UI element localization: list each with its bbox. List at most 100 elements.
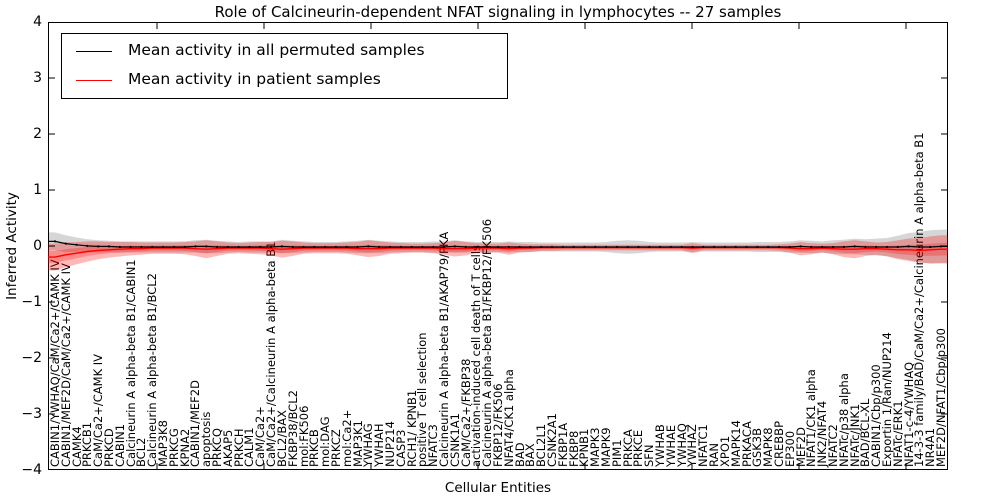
permuted-mean-marker [442,245,446,249]
permuted-mean-marker [799,245,802,248]
permuted-mean-marker [356,245,359,249]
permuted-mean-marker [723,245,727,249]
permuted-mean-marker [691,245,694,249]
permuted-mean-marker [205,245,208,248]
y-tick-label: 0 [33,238,42,254]
permuted-mean-marker [756,245,759,249]
permuted-mean-marker [680,245,683,249]
permuted-mean-marker [140,245,143,249]
permuted-mean-marker [313,245,316,249]
permuted-mean-marker [291,245,294,249]
y-tick-label: −2 [21,350,42,366]
patient-line-swatch-icon [76,80,112,81]
permuted-mean-marker [161,245,165,249]
permuted-mean-marker [788,245,791,249]
permuted-mean-marker [853,245,856,248]
permuted-mean-marker [875,245,878,249]
permuted-mean-marker [659,245,662,249]
permuted-mean-marker [918,245,921,249]
permuted-mean-marker [302,245,305,249]
permuted-mean-marker [713,245,716,249]
permuted-mean-marker [75,243,78,246]
permuted-mean-marker [507,245,510,249]
permuted-mean-marker [864,245,867,249]
permuted-mean-marker [345,245,348,249]
permuted-mean-marker [432,245,435,249]
permuted-mean-marker [378,245,381,249]
patient-band [48,235,948,271]
permuted-mean-marker [702,245,705,249]
permuted-mean-marker [842,245,845,249]
permuted-mean-marker [604,245,608,249]
permuted-mean-marker [669,245,673,249]
permuted-mean-marker [97,245,100,248]
permuted-mean-marker [237,245,240,249]
permuted-mean-marker [615,245,619,249]
permuted-mean-marker [745,245,748,249]
permuted-mean-marker [367,245,370,248]
permuted-mean-marker [226,245,229,249]
permuted-mean-marker [172,245,175,249]
permuted-mean-marker [777,245,781,249]
permuted-mean-marker [896,245,899,249]
permuted-mean-marker [831,245,835,249]
legend-item-label: Mean activity in patient samples [128,70,381,88]
permuted-mean-marker [583,245,586,249]
permuted-mean-marker [821,245,824,249]
permuted-mean-marker [734,245,737,249]
permuted-mean-marker [907,245,910,248]
permuted-mean-marker [540,245,543,249]
permuted-mean-marker [118,245,121,249]
permuted-mean-marker [486,245,489,249]
patient-mean-line [48,246,948,258]
legend-item-label: Mean activity in all permuted samples [128,41,425,59]
y-tick-label: 4 [33,14,42,30]
permuted-mean-marker [53,240,57,243]
permuted-mean-marker [280,245,283,248]
permuted-mean-marker [550,245,554,249]
permuted-mean-marker [637,245,640,249]
legend-item: Mean activity in patient samples [62,67,507,95]
permuted-mean-marker [270,245,273,249]
permuted-mean-marker [183,245,186,249]
legend-item: Mean activity in all permuted samples [62,38,507,66]
y-tick-label: 3 [33,70,42,86]
permuted-mean-marker [259,245,262,249]
permuted-mean-marker [594,245,597,249]
chart-title: Role of Calcineurin-dependent NFAT signa… [214,3,782,21]
permuted-mean-marker [86,244,89,247]
permuted-mean-marker [248,245,251,249]
y-tick-label: −3 [21,406,42,422]
permuted-mean-marker [929,245,932,249]
y-tick-label: 2 [33,126,42,142]
permuted-mean-marker [410,245,413,249]
permuted-mean-marker [626,245,629,249]
permuted-mean-marker [561,245,564,249]
permuted-mean-marker [518,245,521,249]
permuted-mean-marker [388,245,392,249]
y-tick-label: −1 [21,294,42,310]
permuted-mean-marker [453,245,456,248]
permuted-mean-marker [496,245,500,249]
y-tick-label: −4 [21,462,42,478]
permuted-mean-marker [324,245,327,249]
permuted-mean-marker [421,245,424,249]
permuted-mean-marker [194,245,197,248]
permuted-mean-marker [648,245,651,249]
permuted-mean-marker [464,245,467,249]
plot-canvas [48,22,948,470]
permuted-mean-marker [399,245,402,249]
permuted-mean-marker [767,245,770,249]
legend: Mean activity in all permuted samples Me… [61,33,508,99]
permuted-mean-marker [572,245,575,249]
permuted-mean-marker [216,245,219,249]
permuted-mean-marker [151,245,154,249]
permuted-mean-marker [129,245,132,249]
permuted-line-swatch-icon [76,51,112,52]
permuted-mean-marker [885,245,889,249]
permuted-mean-marker [64,242,67,245]
permuted-mean-marker [475,245,478,249]
y-tick-label: 1 [33,182,42,198]
permuted-mean-marker [334,245,337,249]
